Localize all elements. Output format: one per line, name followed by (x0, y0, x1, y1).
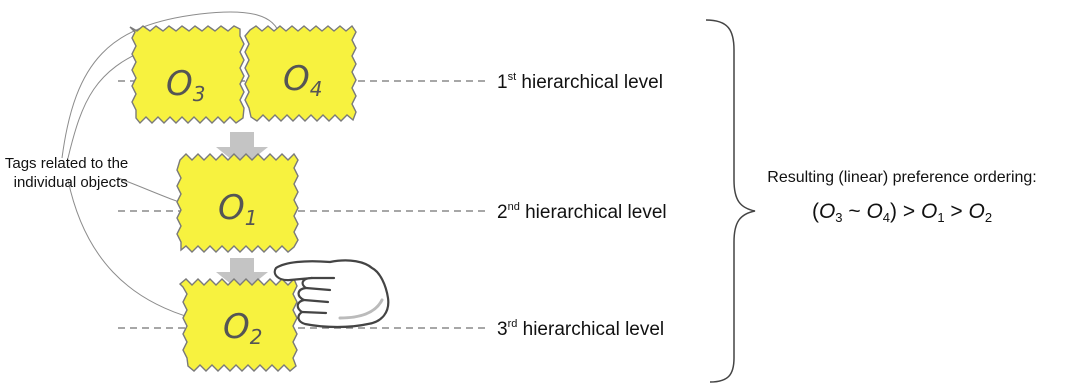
tag-o2 (178, 277, 298, 372)
tag-leader-lines (61, 11, 281, 319)
result-title: Resulting (linear) preference ordering: (767, 169, 1036, 186)
object-o1-label: O1 (218, 188, 258, 230)
level-2-label: 2nd hierarchical level (497, 201, 667, 223)
leader-to-o4 (61, 11, 281, 159)
object-o2-label: O2 (223, 307, 263, 349)
tag-o3 (129, 25, 245, 125)
arrow-level1-to-level2 (216, 132, 268, 168)
object-o4-label: O4 (283, 59, 323, 101)
curly-brace (705, 19, 756, 383)
pointing-hand-icon (273, 259, 390, 329)
result-formula: (O3 ~ O4) > O1 > O2 (812, 200, 992, 225)
tag-o4 (244, 24, 357, 122)
level-3-label: 3rd hierarchical level (497, 318, 664, 340)
tag-o1 (176, 152, 299, 253)
tags-description: Tags related to the individual objects (0, 0, 149, 191)
object-o3-label: O3 (166, 64, 206, 106)
arrow-level2-to-level3 (216, 258, 268, 293)
level-arrows (216, 132, 268, 293)
leader-to-o2 (67, 179, 193, 319)
level-1-label: 1st hierarchical level (497, 71, 663, 93)
tags (129, 24, 357, 372)
